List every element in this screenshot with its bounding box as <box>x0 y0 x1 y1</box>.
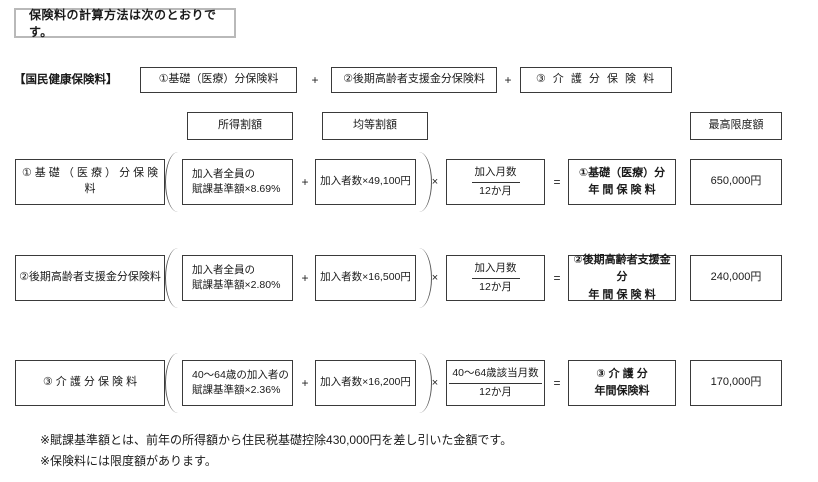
document-title-box: 保険料の計算方法は次のとおりです。 <box>14 8 236 39</box>
maximum-amount-box: 650,000円 <box>690 159 782 205</box>
months-fraction-box: 40～64歳該当月数 12か月 <box>446 360 545 406</box>
equals-operator: = <box>553 376 561 390</box>
annual-premium-box: ①基礎（医療）分 年 間 保 険 料 <box>568 159 676 205</box>
months-numerator: 加入月数 <box>471 261 520 279</box>
annual-premium-box: ③ 介 護 分 年間保険料 <box>568 360 676 406</box>
annual-premium-line2: 年 間 保 険 料 <box>588 184 656 196</box>
annual-premium-line2: 年間保険料 <box>594 385 650 397</box>
income-levy-line1: 加入者全員の <box>192 167 255 180</box>
maximum-amount-box: 240,000円 <box>690 255 782 301</box>
close-paren-shape <box>418 353 432 413</box>
row-label-box: ③ 介 護 分 保 険 料 <box>15 360 165 406</box>
open-paren-shape <box>165 248 179 308</box>
national-health-insurance-label: 【国民健康保険料】 <box>14 74 118 86</box>
header-per-capita-levy: 均等割額 <box>322 112 428 140</box>
calc-row-nursing: ③ 介 護 分 保 険 料 40～64歳の加入者の 賦課基準額×2.36% + … <box>0 353 818 413</box>
plus-operator: + <box>301 376 309 390</box>
calc-row-elderly-support: ②後期高齢者支援金分保険料 加入者全員の 賦課基準額×2.80% + 加入者数×… <box>0 248 818 308</box>
footnote-limit: ※保険料には限度額があります。 <box>40 454 217 468</box>
times-operator: × <box>431 176 439 188</box>
annual-premium-line1: ②後期高齢者支援金分 <box>573 254 671 284</box>
equals-operator: = <box>553 175 561 189</box>
income-levy-line1: 加入者全員の <box>192 263 255 276</box>
per-capita-levy-box: 加入者数×16,200円 <box>315 360 416 406</box>
plus-operator: + <box>311 73 319 87</box>
income-levy-box: 40～64歳の加入者の 賦課基準額×2.36% <box>182 360 293 406</box>
per-capita-levy-box: 加入者数×16,500円 <box>315 255 416 301</box>
months-denominator: 12か月 <box>479 184 512 197</box>
open-paren-shape <box>165 353 179 413</box>
annual-premium-line1: ③ 介 護 分 <box>596 367 648 380</box>
months-numerator: 40～64歳該当月数 <box>449 366 542 384</box>
term-elderly-support-box: ②後期高齢者支援金分保険料 <box>331 67 497 93</box>
footnote-levy-base: ※賦課基準額とは、前年の所得額から住民税基礎控除430,000円を差し引いた金額… <box>40 433 513 447</box>
months-fraction-box: 加入月数 12か月 <box>446 159 545 205</box>
term-medical-box: ①基礎（医療）分保険料 <box>140 67 297 93</box>
income-levy-box: 加入者全員の 賦課基準額×8.69% <box>182 159 293 205</box>
calc-row-medical: ① 基 礎 （ 医 療 ） 分 保 険 料 加入者全員の 賦課基準額×8.69%… <box>0 152 818 212</box>
annual-premium-line1: ①基礎（医療）分 <box>578 166 666 179</box>
plus-operator: + <box>301 271 309 285</box>
income-levy-line1: 40～64歳の加入者の <box>192 368 289 381</box>
months-denominator: 12か月 <box>479 280 512 293</box>
income-levy-box: 加入者全員の 賦課基準額×2.80% <box>182 255 293 301</box>
income-levy-line2: 賦課基準額×8.69% <box>192 183 281 195</box>
close-paren-shape <box>418 248 432 308</box>
open-paren-shape <box>165 152 179 212</box>
times-operator: × <box>431 272 439 284</box>
per-capita-levy-box: 加入者数×49,100円 <box>315 159 416 205</box>
close-paren-shape <box>418 152 432 212</box>
header-maximum-limit: 最高限度額 <box>690 112 782 140</box>
term-nursing-box: ③ 介 護 分 保 険 料 <box>520 67 672 93</box>
income-levy-line2: 賦課基準額×2.80% <box>192 279 281 291</box>
equals-operator: = <box>553 271 561 285</box>
maximum-amount-box: 170,000円 <box>690 360 782 406</box>
annual-premium-line2: 年 間 保 険 料 <box>588 288 656 301</box>
document-title: 保険料の計算方法は次のとおりです。 <box>29 8 217 39</box>
plus-operator: + <box>504 73 512 87</box>
header-income-levy: 所得割額 <box>187 112 293 140</box>
income-levy-line2: 賦課基準額×2.36% <box>192 384 281 396</box>
row-label-box: ②後期高齢者支援金分保険料 <box>15 255 165 301</box>
months-denominator: 12か月 <box>479 385 512 398</box>
row-label-box: ① 基 礎 （ 医 療 ） 分 保 険 料 <box>15 159 165 205</box>
plus-operator: + <box>301 175 309 189</box>
months-fraction-box: 加入月数 12か月 <box>446 255 545 301</box>
annual-premium-box: ②後期高齢者支援金分 年 間 保 険 料 <box>568 254 676 301</box>
times-operator: × <box>431 377 439 389</box>
months-numerator: 加入月数 <box>471 165 520 183</box>
